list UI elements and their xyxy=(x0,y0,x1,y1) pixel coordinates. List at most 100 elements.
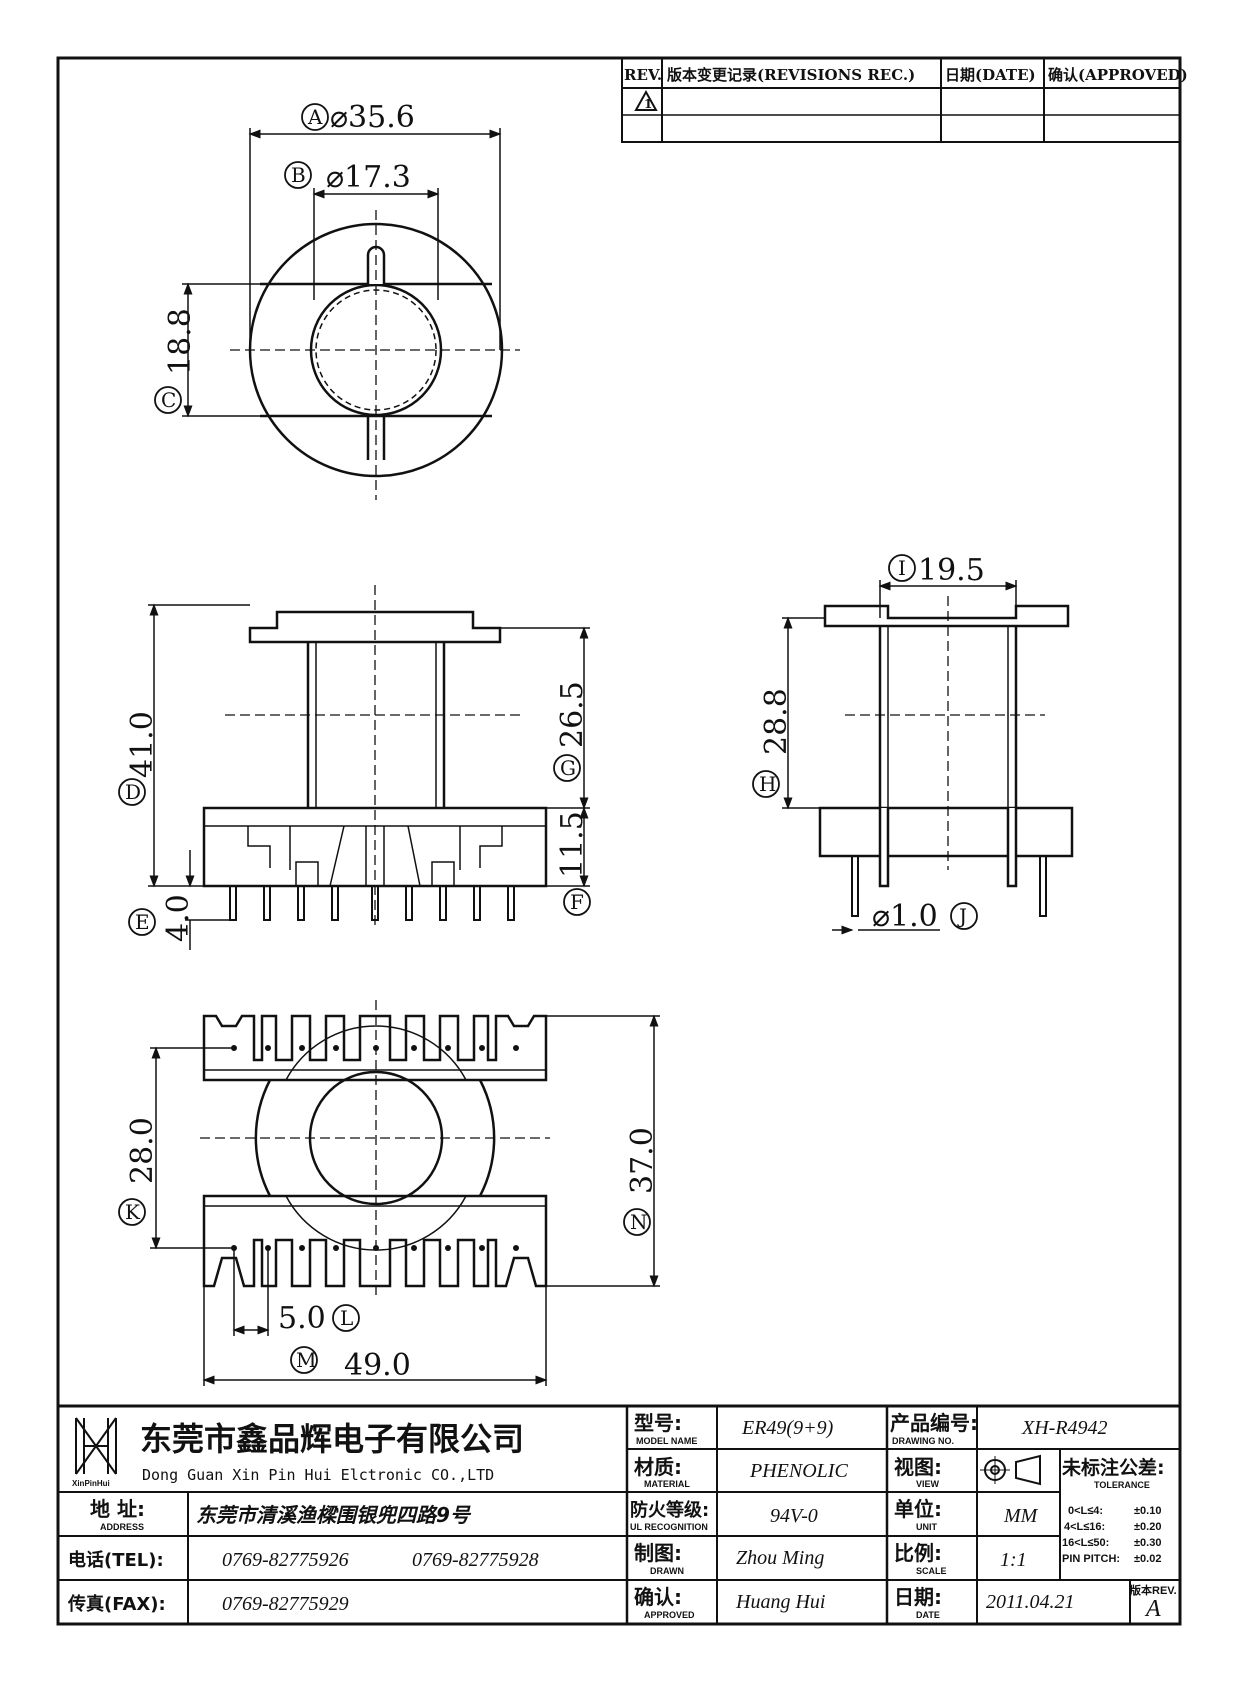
tel-label: 电话(TEL): xyxy=(68,1549,164,1571)
tol-range-1: 0<L≤4: xyxy=(1068,1505,1103,1517)
scale-sub: SCALE xyxy=(916,1566,947,1576)
dim-E: E 4.0 xyxy=(128,894,196,942)
fax-label: 传真(FAX): xyxy=(67,1593,166,1615)
top-view xyxy=(230,210,520,500)
tol-value-4: ±0.02 xyxy=(1134,1553,1161,1565)
dim-A-value: ⌀35.6 xyxy=(330,100,415,135)
dim-H-value: 28.8 xyxy=(759,688,794,755)
view-sub: VIEW xyxy=(916,1479,940,1489)
date-header: 日期(DATE) xyxy=(945,66,1036,84)
dim-lines-side xyxy=(782,580,1018,935)
side-view xyxy=(818,596,1074,917)
dim-C: C 18.8 xyxy=(154,308,198,414)
dim-D-value: 41.0 xyxy=(125,711,160,778)
date-label: 日期: xyxy=(894,1585,942,1609)
dim-M: M 49.0 xyxy=(290,1346,411,1383)
rev-value: A xyxy=(1144,1596,1161,1622)
dim-H-letter: H xyxy=(759,772,776,796)
tolerance-label: 未标注公差: xyxy=(1061,1456,1165,1479)
rev-header: REV. xyxy=(624,66,662,84)
dim-N-value: 37.0 xyxy=(625,1127,660,1194)
dim-C-value: 18.8 xyxy=(163,308,198,375)
drawn-sub: DRAWN xyxy=(650,1566,684,1576)
date-sub: DATE xyxy=(916,1610,940,1620)
model-label: 型号: xyxy=(634,1411,682,1435)
model-sub: MODEL NAME xyxy=(636,1436,697,1446)
logo-text: XinPinHui xyxy=(72,1479,110,1488)
dim-K-value: 28.0 xyxy=(125,1117,160,1184)
material-label: 材质: xyxy=(634,1455,682,1479)
address-value: 东莞市清溪渔樑围银兜四路9号 xyxy=(196,1503,472,1527)
bottom-pin-dots xyxy=(231,1045,519,1251)
dim-H: H 28.8 xyxy=(752,688,794,798)
material-value: PHENOLIC xyxy=(749,1460,848,1482)
dim-F: F 11.5 xyxy=(555,811,591,916)
tolerance-sub: TOLERANCE xyxy=(1094,1480,1150,1490)
dim-N: N 37.0 xyxy=(623,1127,660,1236)
tol-value-2: ±0.20 xyxy=(1134,1521,1161,1533)
fax-value: 0769-82775929 xyxy=(222,1593,349,1615)
title-block-grid xyxy=(56,1404,1182,1626)
dim-I: I 19.5 xyxy=(888,553,985,588)
rev-mark: 1 xyxy=(644,97,652,111)
company-name-en: Dong Guan Xin Pin Hui Elctronic CO.,LTD xyxy=(142,1466,494,1484)
approved-value: Huang Hui xyxy=(735,1591,825,1613)
tol-range-4: PIN PITCH: xyxy=(1062,1553,1120,1565)
dim-F-value: 11.5 xyxy=(555,811,590,878)
unit-value: MM xyxy=(1003,1505,1039,1527)
model-value: ER49(9+9) xyxy=(741,1417,834,1439)
dim-L-value: 5.0 xyxy=(278,1301,326,1336)
approved-label: 确认: xyxy=(634,1585,682,1609)
dim-K: K 28.0 xyxy=(118,1117,160,1226)
dim-N-letter: N xyxy=(630,1210,648,1234)
dim-J: ⌀1.0 J xyxy=(872,899,978,934)
dim-M-value: 49.0 xyxy=(344,1348,411,1383)
rev-label: 版本REV. xyxy=(1130,1583,1177,1597)
approved-header: 确认(APPROVED) xyxy=(1048,66,1188,84)
tel-2: 0769-82775928 xyxy=(412,1549,539,1571)
dim-M-letter: M xyxy=(296,1348,316,1372)
dim-F-letter: F xyxy=(570,890,584,914)
dim-lines-top xyxy=(182,128,502,418)
dim-E-value: 4.0 xyxy=(161,894,196,942)
dim-D-letter: D xyxy=(125,780,141,804)
tol-value-1: ±0.10 xyxy=(1134,1505,1161,1517)
ul-value: 94V-0 xyxy=(770,1505,818,1527)
material-sub: MATERIAL xyxy=(644,1479,690,1489)
ul-sub: UL RECOGNITION xyxy=(630,1522,708,1532)
dim-J-letter: J xyxy=(957,904,967,928)
tol-value-3: ±0.30 xyxy=(1134,1537,1161,1549)
dim-G-value: 26.5 xyxy=(555,681,590,748)
dim-A-letter: A xyxy=(307,105,323,129)
drawing-no-label: 产品编号: xyxy=(890,1411,978,1435)
dim-B-letter: B xyxy=(291,163,306,187)
address-label: 地 址: xyxy=(90,1497,145,1521)
drawing-no-sub: DRAWING NO. xyxy=(892,1436,954,1446)
tel-1: 0769-82775926 xyxy=(222,1549,349,1571)
dim-A: A ⌀35.6 xyxy=(301,100,415,135)
dim-I-value: 19.5 xyxy=(918,553,985,588)
drawn-value: Zhou Ming xyxy=(736,1547,824,1569)
projection-symbol-icon xyxy=(980,1454,1041,1486)
dim-G: G 26.5 xyxy=(553,681,590,782)
drawing-no-value: XH-R4942 xyxy=(1021,1417,1108,1439)
dim-lines-bottom xyxy=(150,1014,660,1386)
unit-sub: UNIT xyxy=(916,1522,937,1532)
revisions-header: 版本变更记录(REVISIONS REC.) xyxy=(667,66,915,84)
view-label: 视图: xyxy=(894,1455,942,1479)
unit-label: 单位: xyxy=(894,1497,942,1521)
dim-D: D 41.0 xyxy=(118,711,160,806)
dim-B-value: ⌀17.3 xyxy=(326,160,411,195)
tol-range-3: 16<L≤50: xyxy=(1062,1537,1109,1549)
dim-lines-front xyxy=(148,603,590,950)
scale-label: 比例: xyxy=(894,1541,942,1565)
drawn-label: 制图: xyxy=(634,1541,682,1565)
dim-E-letter: E xyxy=(135,910,150,934)
dim-G-letter: G xyxy=(560,756,576,780)
front-view xyxy=(202,585,548,925)
dim-L-letter: L xyxy=(340,1306,353,1330)
company-logo xyxy=(75,1417,117,1475)
dim-I-letter: I xyxy=(898,556,906,580)
dim-L: 5.0 L xyxy=(278,1301,360,1336)
